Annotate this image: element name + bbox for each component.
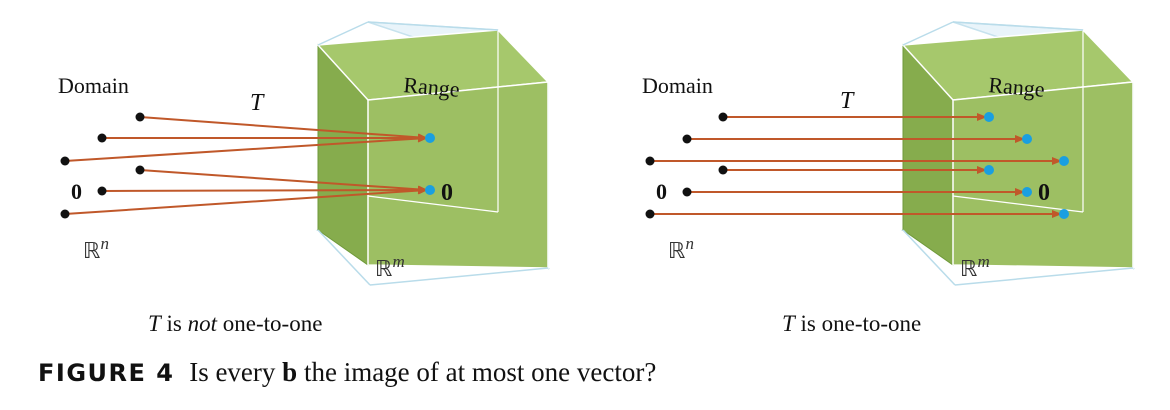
domain-point xyxy=(645,209,655,219)
domain-label: Domain xyxy=(642,73,713,98)
domain-point xyxy=(718,112,728,122)
range-zero-point xyxy=(425,185,435,195)
range-label: Range xyxy=(403,72,461,102)
domain-point xyxy=(718,165,728,175)
domain-point xyxy=(97,133,107,143)
domain-point xyxy=(60,209,70,219)
range-point xyxy=(425,133,435,143)
figure-number: FIGURE 4 xyxy=(38,359,175,387)
domain-space-label: ℝn xyxy=(83,234,109,264)
range-point xyxy=(1022,134,1032,144)
range-zero-label: 0 xyxy=(441,180,453,206)
domain-point xyxy=(645,156,655,166)
zero-vector-label: 0 xyxy=(656,179,667,204)
range-point xyxy=(1059,156,1069,166)
domain-point xyxy=(682,134,692,144)
domain-zero-point xyxy=(97,186,107,196)
mapping-arrow xyxy=(139,169,428,194)
range-front-face xyxy=(367,81,549,269)
prism-edge xyxy=(317,229,371,286)
prism-edge xyxy=(902,229,956,286)
domain-point xyxy=(135,165,145,175)
prism-edge xyxy=(952,21,1084,31)
range-point xyxy=(984,165,994,175)
prism-edge xyxy=(317,21,369,46)
panel-one-to-one: Domain T Range 0 0 ℝn ℝm T is one-to-one xyxy=(642,21,1135,336)
mapping-arrow xyxy=(64,186,428,215)
prism-edge xyxy=(952,195,1084,213)
codomain-space-label: ℝm xyxy=(375,252,405,282)
map-label: T xyxy=(840,88,855,114)
domain-point xyxy=(135,112,145,122)
figure-diagram: Domain T Range 0 0 ℝn ℝm T is not one-to… xyxy=(58,21,1135,336)
range-point xyxy=(984,112,994,122)
range-label: Range xyxy=(988,72,1046,102)
panel-caption: T is not one-to-one xyxy=(148,311,322,336)
zero-vector-label: 0 xyxy=(71,179,82,204)
range-zero-label: 0 xyxy=(1038,180,1050,206)
range-front-face xyxy=(952,81,1134,269)
prism-edge xyxy=(367,21,499,31)
vector-b: b xyxy=(282,357,298,387)
domain-zero-point xyxy=(682,187,692,197)
mapping-arrow xyxy=(139,116,428,142)
panel-not-one-to-one: Domain T Range 0 0 ℝn ℝm T is not one-to… xyxy=(58,21,550,336)
prism-edge xyxy=(367,195,499,213)
domain-label: Domain xyxy=(58,73,129,98)
figure-caption: FIGURE 4 Is every b the image of at most… xyxy=(38,357,656,388)
codomain-space-label: ℝm xyxy=(960,252,990,282)
prism-edge xyxy=(369,267,549,286)
range-zero-point xyxy=(1022,187,1032,197)
prism-edge xyxy=(954,267,1134,286)
domain-space-label: ℝn xyxy=(668,234,694,264)
figure-caption-text: Is every b the image of at most one vect… xyxy=(182,357,657,387)
mapping-arrow xyxy=(64,134,428,162)
mapping-arrow xyxy=(101,186,428,195)
panel-caption: T is one-to-one xyxy=(782,311,921,336)
prism-edge xyxy=(902,21,954,46)
range-point xyxy=(1059,209,1069,219)
map-label: T xyxy=(250,90,265,116)
domain-point xyxy=(60,156,70,166)
